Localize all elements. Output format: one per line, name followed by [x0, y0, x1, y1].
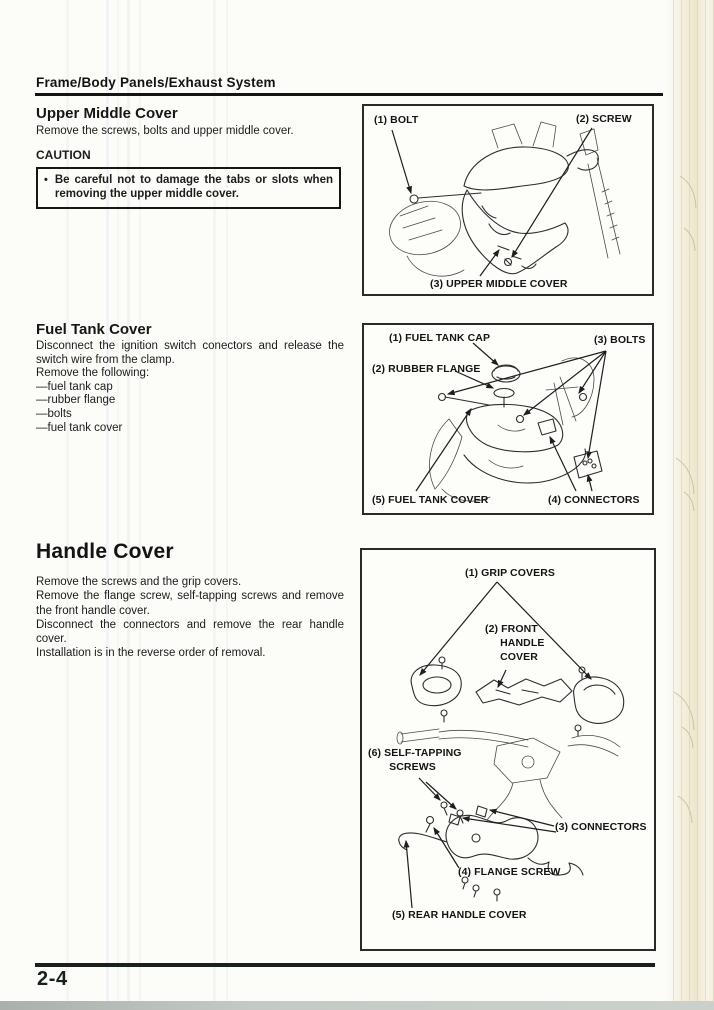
- page-header: Frame/Body Panels/Exhaust System: [36, 75, 276, 90]
- figure-fuel-tank-cover: (1) FUEL TANK CAP (2) RUBBER FLANGE (3) …: [362, 323, 654, 515]
- figure-upper-middle-cover: (1) BOLT (2) SCREW (3) UPPER MIDDLE COVE…: [362, 104, 654, 296]
- scan-bottom-edge: [0, 1001, 714, 1010]
- page-edge-lines: [666, 0, 714, 1010]
- page-number: 2-4: [37, 968, 68, 990]
- scan-streak: [66, 0, 69, 1010]
- callout-self-tapping-screws: (6) SELF-TAPPING SCREWS: [368, 747, 462, 773]
- callout-upper-middle-cover: (3) UPPER MIDDLE COVER: [430, 278, 568, 290]
- scan-streak: [226, 0, 228, 1010]
- header-rule: [35, 93, 663, 96]
- fuel-tank-item: —bolts: [36, 407, 72, 420]
- scan-streak: [139, 0, 141, 1010]
- callout-screw: (2) SCREW: [576, 113, 632, 125]
- callout-rubber-flange: (2) RUBBER FLANGE: [372, 363, 481, 375]
- caution-text: Be careful not to damage the tabs or slo…: [54, 174, 333, 200]
- handle-cover-para: Remove the flange screw, self-tapping sc…: [36, 590, 344, 617]
- figure-handle-cover: (1) GRIP COVERS (2) FRONT HANDLE COVER (…: [360, 548, 656, 951]
- handle-cover-para: Disconnect the connectors and remove the…: [36, 618, 344, 646]
- callout-fuel-tank-cap: (1) FUEL TANK CAP: [389, 332, 491, 344]
- fuel-tank-para-1: Disconnect the ignition switch conectors…: [36, 340, 344, 366]
- fuel-tank-item: —rubber flange: [36, 394, 116, 407]
- callout-flange-screw: (4) FLANGE SCREW: [458, 866, 561, 878]
- section-title-fuel-tank-cover: Fuel Tank Cover: [36, 321, 152, 338]
- handle-cover-para: Installation is in the reverse order of …: [36, 647, 266, 660]
- callout-connectors: (3) CONNECTORS: [555, 821, 647, 833]
- fuel-tank-item: —fuel tank cap: [36, 380, 113, 393]
- handle-cover-para: Remove the screws and the grip covers.: [36, 576, 242, 588]
- caution-bullet: •: [44, 174, 48, 186]
- caution-box: • Be careful not to damage the tabs or s…: [36, 167, 341, 209]
- upper-middle-cover-illustration: [389, 121, 621, 277]
- fuel-tank-para-2: Remove the following:: [36, 367, 150, 380]
- scan-streak: [117, 0, 119, 1010]
- callout-bolts: (3) BOLTS: [594, 334, 646, 346]
- page-edge-band: [666, 0, 714, 1010]
- callout-fuel-tank-cover: (5) FUEL TANK COVER: [372, 494, 489, 506]
- scan-streak: [127, 0, 130, 1010]
- callout-grip-covers: (1) GRIP COVERS: [465, 567, 555, 579]
- scan-streak: [213, 0, 216, 1010]
- callout-connectors: (4) CONNECTORS: [548, 494, 640, 506]
- upper-middle-cover-body: Remove the screws, bolts and upper middl…: [36, 125, 294, 137]
- section-title-upper-middle-cover: Upper Middle Cover: [36, 105, 178, 122]
- handle-cover-illustration: [396, 581, 625, 909]
- scan-streak: [106, 0, 109, 1010]
- section-title-handle-cover: Handle Cover: [36, 540, 174, 563]
- callout-front-handle-cover: (2) FRONT HANDLE COVER: [485, 623, 545, 663]
- page-edge-notches: [673, 175, 697, 824]
- handle-cover-body: Remove the screws and the grip covers. R…: [36, 575, 344, 661]
- fuel-tank-item: —fuel tank cover: [36, 421, 123, 434]
- callout-bolt: (1) BOLT: [374, 114, 419, 126]
- footer-rule: [35, 963, 655, 967]
- fuel-tank-cover-illustration: [415, 342, 607, 502]
- callout-rear-handle-cover: (5) REAR HANDLE COVER: [392, 909, 527, 921]
- caution-label: CAUTION: [36, 148, 91, 162]
- fuel-tank-cover-body: Disconnect the ignition switch conectors…: [36, 340, 344, 435]
